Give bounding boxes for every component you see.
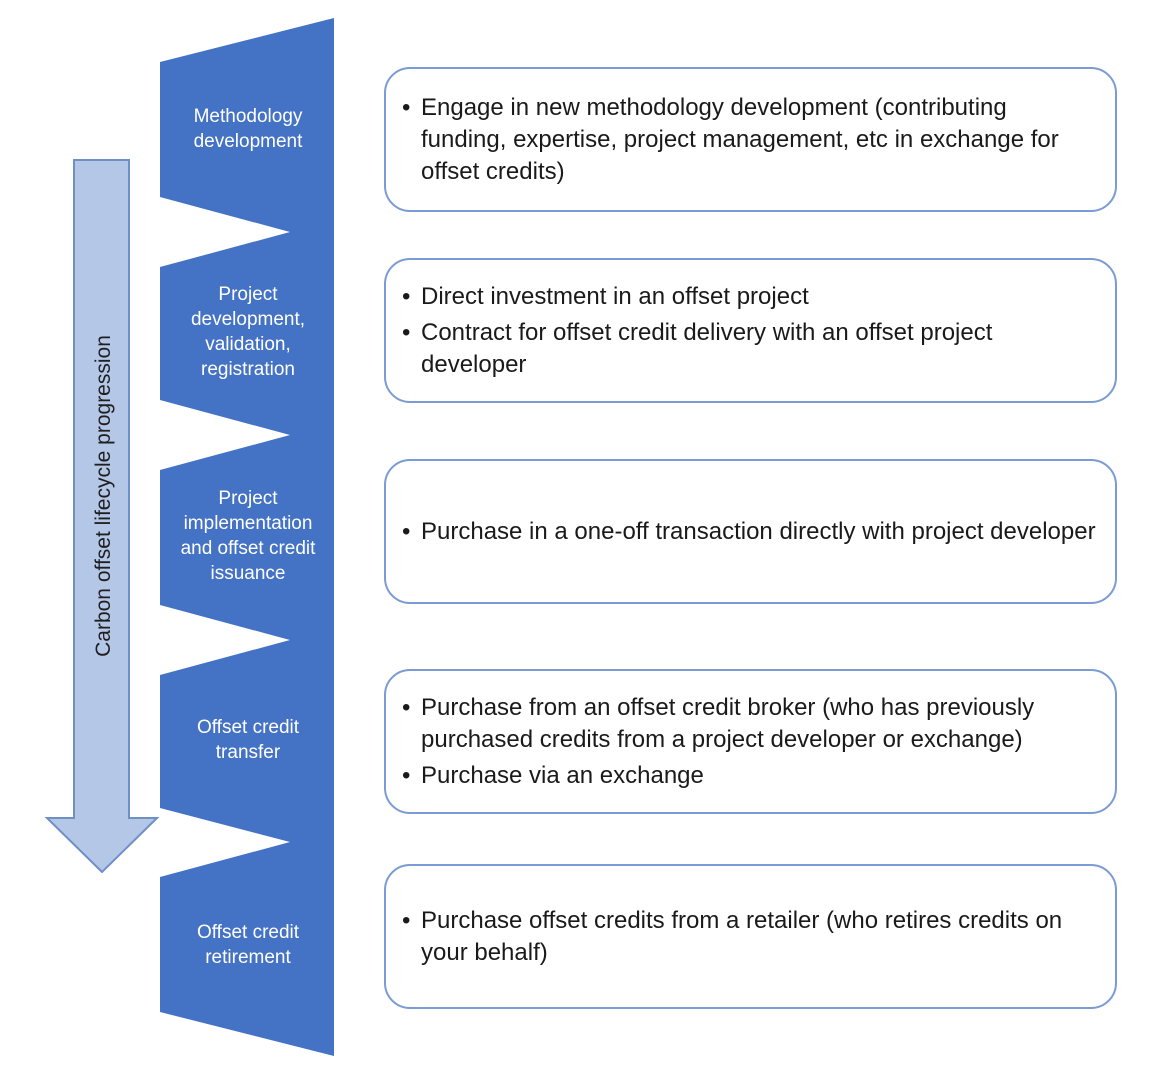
stage-label-credit-retirement: Offset credit retirement [160,920,336,970]
stage-label-line: transfer [215,742,281,763]
axis-label: Carbon offset lifecycle progression [92,335,115,657]
stage-box-project-implementation: • Purchase in a one-off transaction dire… [384,459,1117,604]
stage-label-line: issuance [210,563,286,584]
stage-label-line: retirement [205,947,291,968]
stage-label-line: and offset credit [180,538,316,559]
bullet-dot: • [402,906,411,934]
bullet-item: • Purchase from an offset credit broker … [402,692,1097,756]
stage-label-line: Project [218,488,278,509]
stage-label-methodology: Methodology development [160,104,336,154]
stage-label-line: development [193,131,303,152]
stage-chevron-3 [160,435,334,640]
bullet-item: • Engage in new methodology development … [402,92,1097,188]
stage-label-line: registration [201,359,295,380]
stage-chevron-4 [160,640,334,842]
stage-box-credit-retirement: • Purchase offset credits from a retaile… [384,864,1117,1009]
stage-box-credit-transfer: • Purchase from an offset credit broker … [384,669,1117,814]
bullet-item: • Contract for offset credit delivery wi… [402,317,1097,381]
stage-label-line: Offset credit [196,922,300,943]
stage-label-project-development: Project development, validation, registr… [160,282,336,382]
stage-label-line: development, [190,309,306,330]
bullet-text: Direct investment in an offset project [421,282,809,310]
bullet-item: • Purchase in a one-off transaction dire… [402,516,1097,548]
bullet-text: Purchase in a one-off transaction direct… [421,517,1096,545]
bullet-text: Purchase from an offset credit broker (w… [421,693,1035,753]
stage-label-line: Methodology [193,106,303,127]
bullet-dot: • [402,517,411,545]
bullet-text: Engage in new methodology development (c… [421,93,1059,185]
stage-box-project-development: • Direct investment in an offset project… [384,258,1117,403]
bullet-text: Purchase via an exchange [421,761,704,789]
stage-box-methodology: • Engage in new methodology development … [384,67,1117,212]
stage-label-line: implementation [183,513,313,534]
stage-chevron-5 [160,842,334,1056]
bullet-item: • Direct investment in an offset project [402,281,1097,313]
bullet-text: Contract for offset credit delivery with… [421,318,993,378]
bullet-dot: • [402,693,411,721]
bullet-dot: • [402,761,411,789]
progression-arrow [44,159,160,874]
bullet-dot: • [402,93,411,121]
stage-label-line: validation, [205,334,291,355]
stage-label-project-implementation: Project implementation and offset credit… [160,486,336,586]
bullet-dot: • [402,318,411,346]
stage-chevron-1 [160,18,334,232]
bullet-text: Purchase offset credits from a retailer … [421,906,1063,966]
stage-label-line: Project [218,284,278,305]
bullet-dot: • [402,282,411,310]
stage-label-line: Offset credit [196,717,300,738]
bullet-item: • Purchase via an exchange [402,760,1097,792]
bullet-item: • Purchase offset credits from a retaile… [402,905,1097,969]
stage-chevron-2 [160,232,334,435]
stage-label-credit-transfer: Offset credit transfer [160,715,336,765]
